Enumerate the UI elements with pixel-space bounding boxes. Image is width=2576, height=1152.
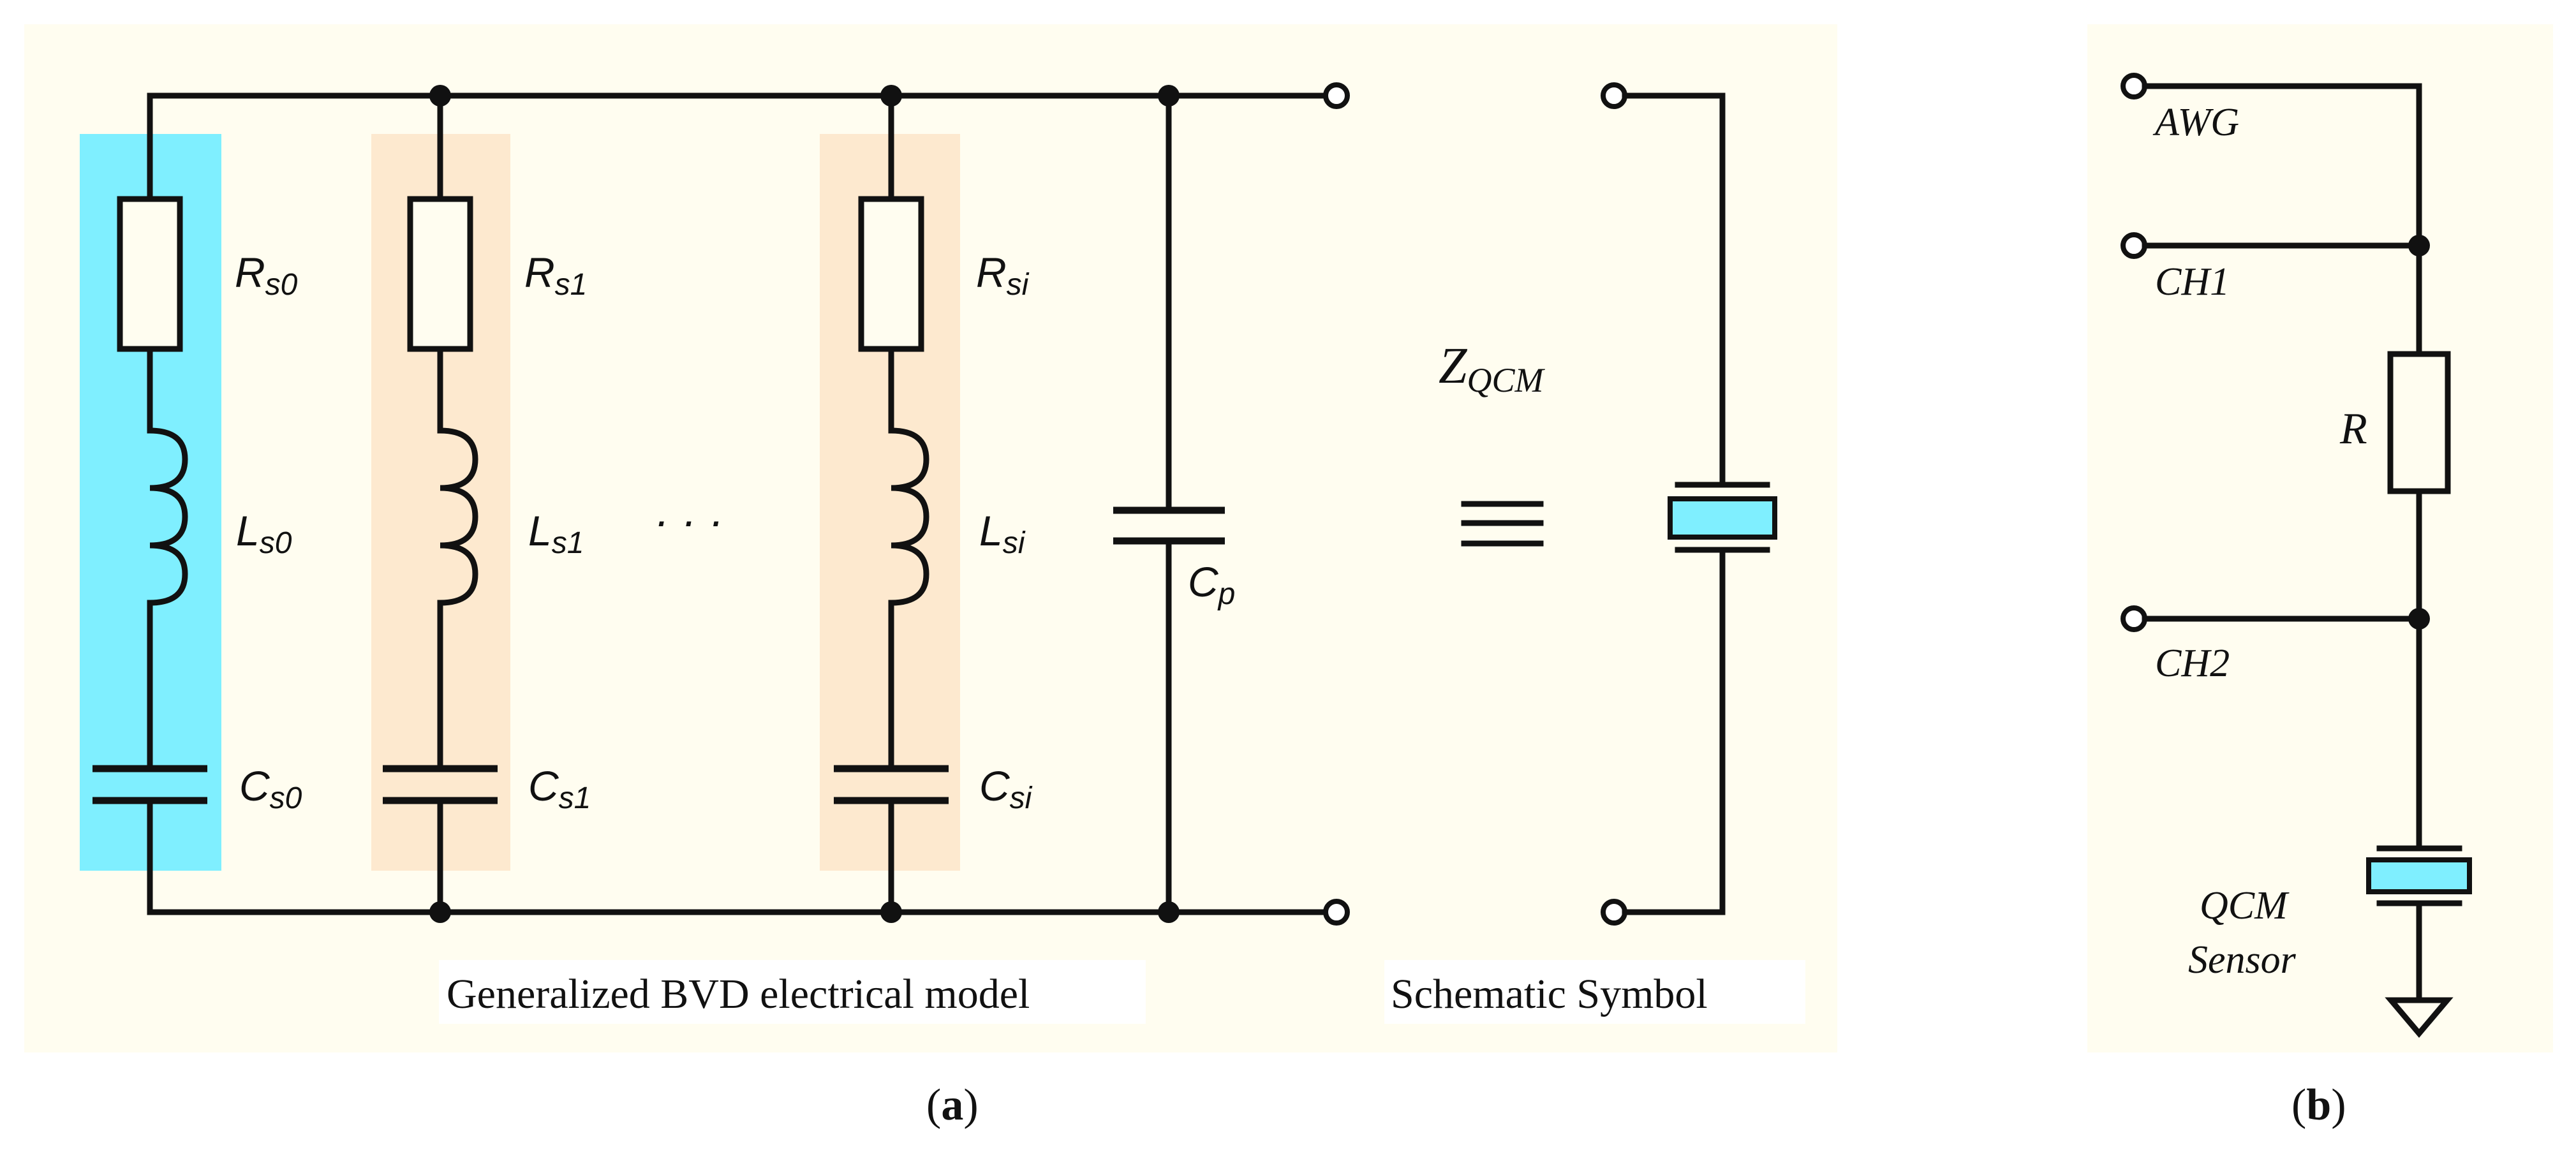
label-qcm: QCM <box>2200 884 2290 927</box>
junction-dot <box>429 901 451 923</box>
terminal-ch1 <box>2121 232 2147 259</box>
label-zqcm: ZQCM <box>1439 338 1546 399</box>
label-ch1: CH1 <box>2155 260 2230 304</box>
label-cs1: Cs1 <box>528 762 591 815</box>
terminal-bottom-right <box>1323 899 1350 926</box>
symbol-terminal-bottom <box>1601 899 1627 926</box>
terminal-ch2 <box>2121 605 2147 632</box>
label-ellipsis: · · · <box>654 496 723 545</box>
resistor-rsi <box>858 196 924 352</box>
caption-bvd-model: Generalized BVD electrical model <box>447 971 1030 1017</box>
resistor-r <box>2387 351 2451 494</box>
junction-dot <box>880 901 902 923</box>
junction-dot <box>1158 85 1180 107</box>
label-ls1: Ls1 <box>528 507 584 560</box>
panel-b-background <box>2087 24 2553 1052</box>
label-r: R <box>2339 404 2367 454</box>
label-rs0: Rs0 <box>235 249 298 302</box>
inductor-ls1 <box>437 427 478 606</box>
panel-a-caption: (a) <box>926 1081 979 1130</box>
measurement-circuit <box>2121 73 2472 1038</box>
qcm-crystal-icon <box>2366 857 2472 894</box>
label-ch2: CH2 <box>2155 642 2230 685</box>
inductor-lsi <box>888 427 929 606</box>
terminal-awg <box>2121 73 2147 100</box>
resistor-rs0 <box>117 196 183 352</box>
ground-icon <box>2385 997 2454 1038</box>
label-sensor: Sensor <box>2188 938 2297 982</box>
crystal-icon <box>1668 496 1777 540</box>
label-awg: AWG <box>2152 101 2239 144</box>
caption-bvd-background <box>439 960 1146 1024</box>
schematic-symbol <box>1601 82 1777 926</box>
symbol-terminal-top <box>1601 82 1627 109</box>
branch-1 <box>383 92 498 915</box>
inductor-ls0 <box>147 427 188 606</box>
label-csi: Csi <box>979 762 1033 815</box>
label-rsi: Rsi <box>976 249 1030 302</box>
resistor-rs1 <box>407 196 473 352</box>
junction-dot <box>429 85 451 107</box>
label-cs0: Cs0 <box>239 762 302 815</box>
branch-cp <box>1113 92 1225 915</box>
caption-symbol-background <box>1384 960 1805 1024</box>
label-lsi: Lsi <box>979 507 1026 560</box>
equivalence-sign <box>1461 501 1544 547</box>
panel-b-caption: (b) <box>2291 1081 2346 1130</box>
label-rs1: Rs1 <box>524 249 587 302</box>
branch-i <box>834 92 949 915</box>
terminal-top-right <box>1323 82 1350 109</box>
label-ls0: Ls0 <box>236 507 292 560</box>
caption-schematic-symbol: Schematic Symbol <box>1391 971 1708 1017</box>
junction-dot <box>880 85 902 107</box>
label-cp: Cp <box>1188 558 1235 611</box>
branch-0 <box>93 92 207 915</box>
junction-dot <box>1158 901 1180 923</box>
